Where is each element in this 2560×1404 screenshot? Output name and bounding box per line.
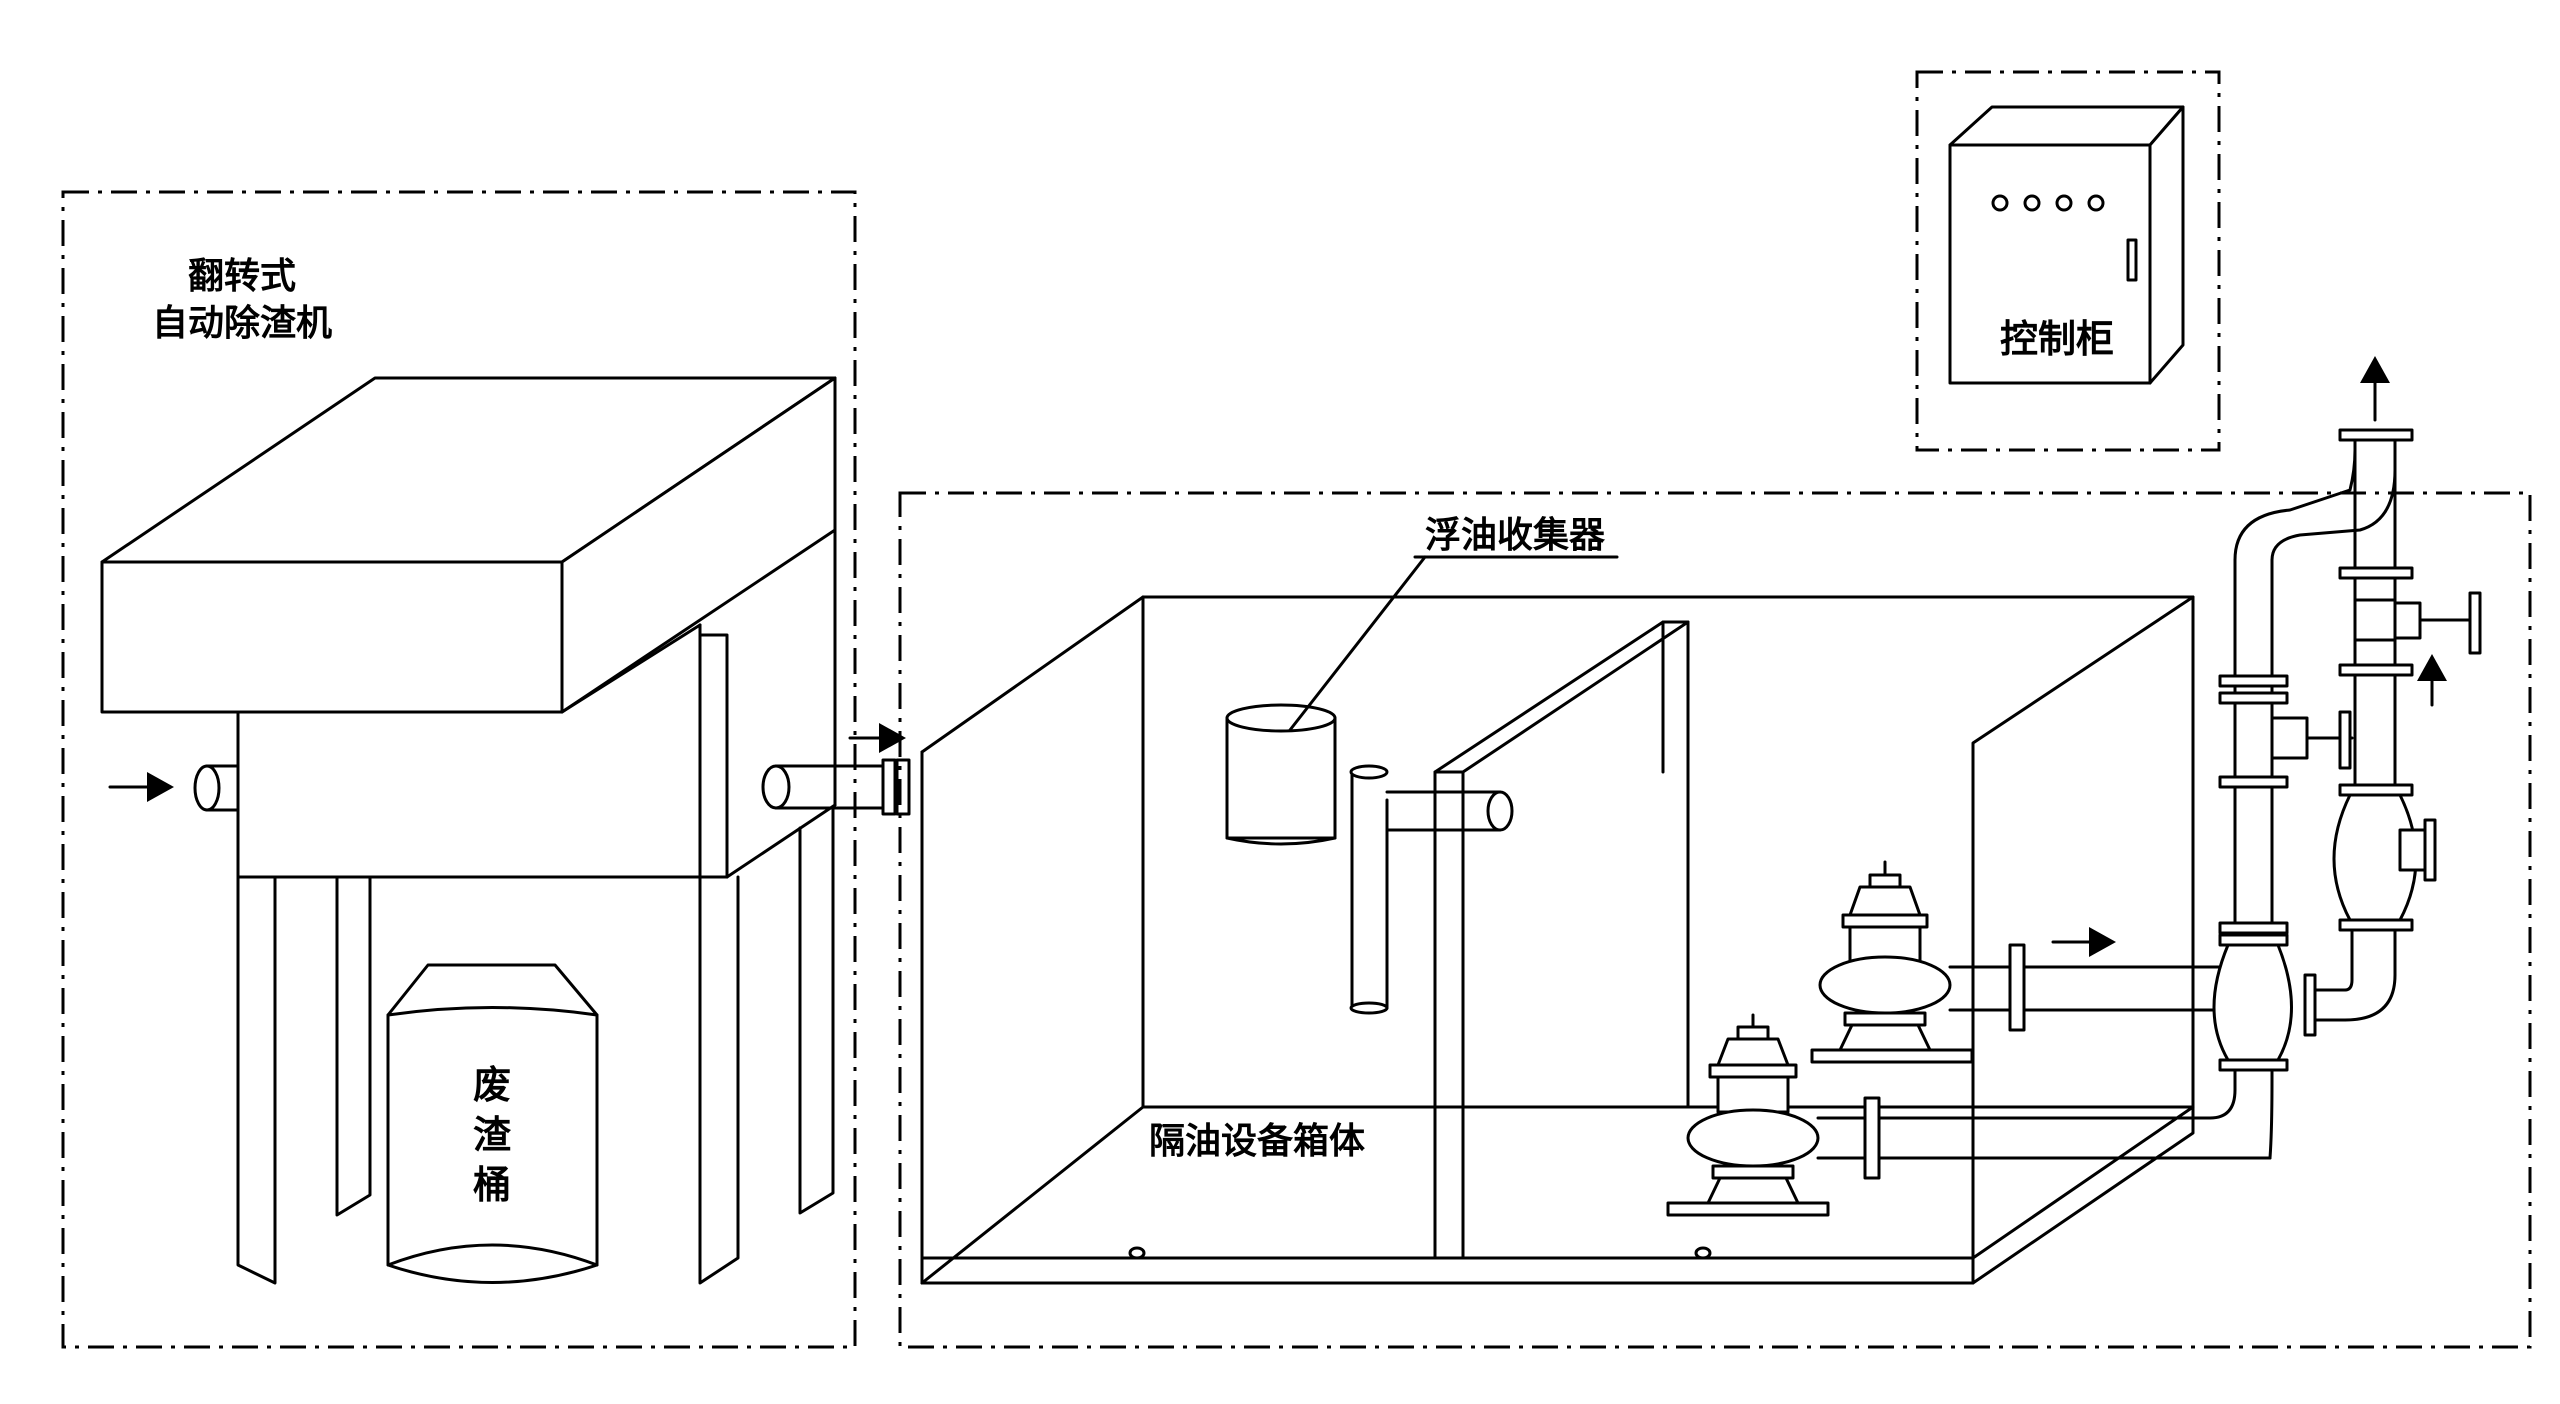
bucket-label-3: 桶	[473, 1163, 511, 1207]
bucket-label-1: 废	[473, 1063, 511, 1107]
oil-collector-leader	[1288, 555, 1427, 732]
control-cabinet-boundary	[1915, 70, 2221, 452]
control-cabinet-label: 控制柜	[2000, 317, 2114, 361]
oil-collector-label: 浮油收集器	[1425, 515, 1606, 556]
control-cabinet	[1948, 105, 2185, 385]
pump-2	[1666, 1013, 1872, 1217]
machine-label-line2: 自动除渣机	[152, 303, 332, 344]
tank-body-label: 隔油设备箱体	[1149, 1121, 1365, 1162]
bucket-label-2: 渣	[473, 1113, 512, 1157]
discharge-piping	[1863, 428, 2482, 1180]
pump-1	[1810, 860, 2017, 1064]
tank-boundary	[898, 491, 2532, 1349]
oil-collector	[1225, 703, 1514, 1015]
slag-bucket	[386, 963, 599, 1284]
oil-separator-tank	[920, 595, 2195, 1285]
machine-label-line1: 翻转式	[188, 256, 296, 297]
machine-boundary	[61, 190, 857, 1349]
slag-machine	[100, 376, 911, 1285]
